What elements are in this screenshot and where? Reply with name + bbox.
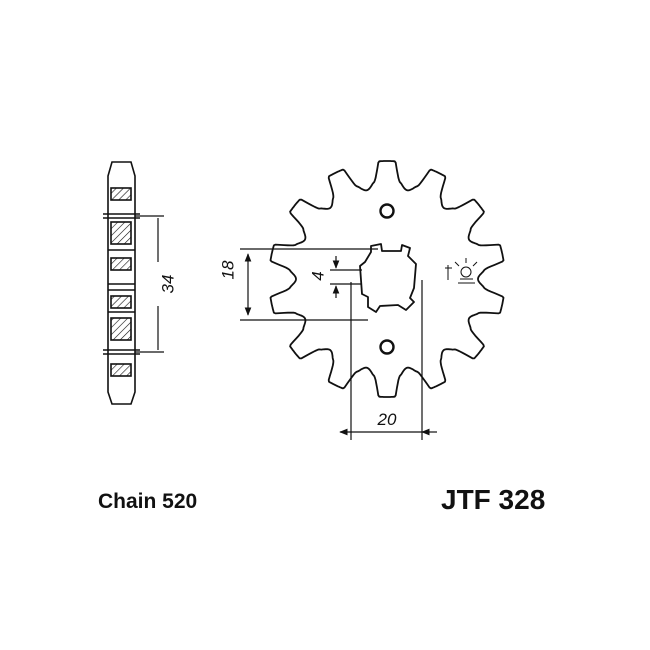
side-profile-icon	[103, 161, 140, 405]
thickness-label: 34	[159, 275, 178, 294]
chain-size-label: Chain 520	[98, 490, 198, 513]
spline-label: 4	[309, 271, 328, 280]
shaft-label: 18	[219, 260, 238, 279]
mounting-hole-bottom	[379, 339, 395, 355]
spline-hub-icon	[359, 243, 417, 313]
weight-symbol-icon	[445, 258, 478, 284]
shaft-dimension	[240, 248, 378, 321]
width-label: 20	[377, 410, 397, 429]
part-number: JTF 328	[441, 484, 546, 515]
width-dimension	[339, 280, 437, 440]
mounting-hole-top	[379, 203, 395, 219]
thickness-dimension	[135, 215, 164, 353]
spline-dimension	[330, 256, 362, 298]
